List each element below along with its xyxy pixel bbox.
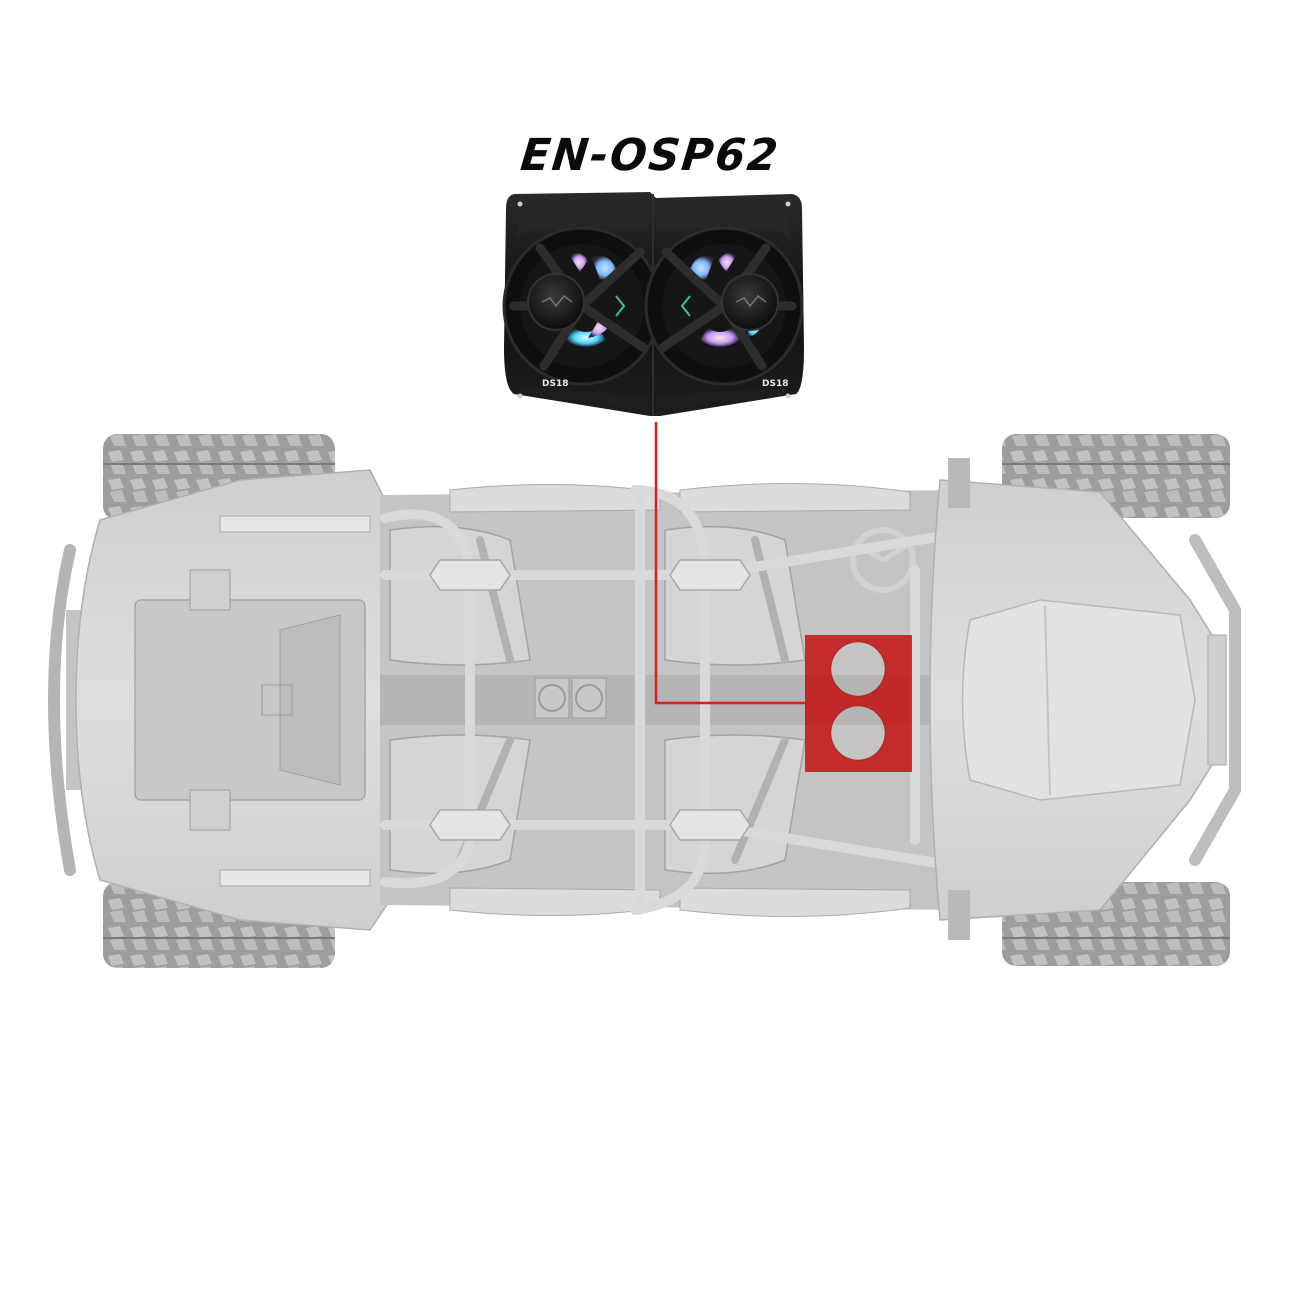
utv-top-view-diagram [40,420,1280,980]
ds18-logo-right: DS18 [762,379,788,389]
ds18-logo-left: DS18 [542,379,568,389]
product-model-title: EN-OSP62 [518,130,782,181]
speaker-product-image: DS18 DS18 [500,188,806,420]
utv-vehicle-icon [47,434,1241,968]
dual-speaker-pod-icon: DS18 DS18 [502,192,804,416]
